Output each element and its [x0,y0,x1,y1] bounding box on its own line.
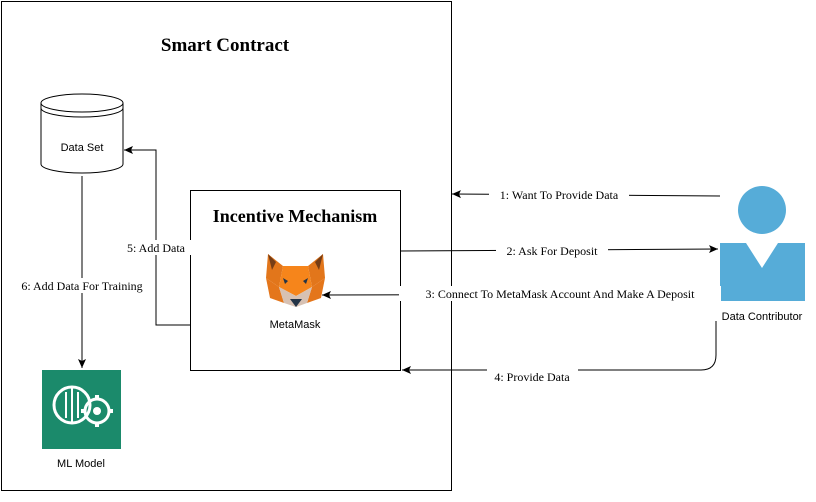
metamask-fox-icon [266,254,325,307]
edge-5-label-bg [121,240,191,255]
user-icon [720,186,805,301]
edge-1-label-bg [489,187,629,202]
edge-3-label-bg [399,286,721,301]
incentive-mechanism-title: Incentive Mechanism [213,206,377,226]
edge-5-line [124,146,190,326]
edge-1-label: 1: Want To Provide Data [500,188,619,202]
edge-2-label: 2: Ask For Deposit [506,244,598,258]
edge-6-label: 6: Add Data For Training [21,279,142,293]
edge-4-label-bg [487,369,578,384]
dataset-label: Data Set [61,142,104,154]
contributor-label: Data Contributor [722,311,803,323]
smart-contract-title: Smart Contract [161,35,290,56]
edge-4-label: 4: Provide Data [494,370,570,384]
edge-3-label: 3: Connect To MetaMask Account And Make … [426,287,696,301]
edge-5-label: 5: Add Data [127,241,186,255]
brain-gear-icon [42,370,121,449]
ml-model-label: ML Model [57,458,105,470]
edge-2-label-bg [496,243,608,258]
edge-4-line [402,321,717,374]
edge-6-label-bg [15,278,150,293]
database-cylinder-icon [40,93,124,174]
metamask-label: MetaMask [270,319,321,331]
